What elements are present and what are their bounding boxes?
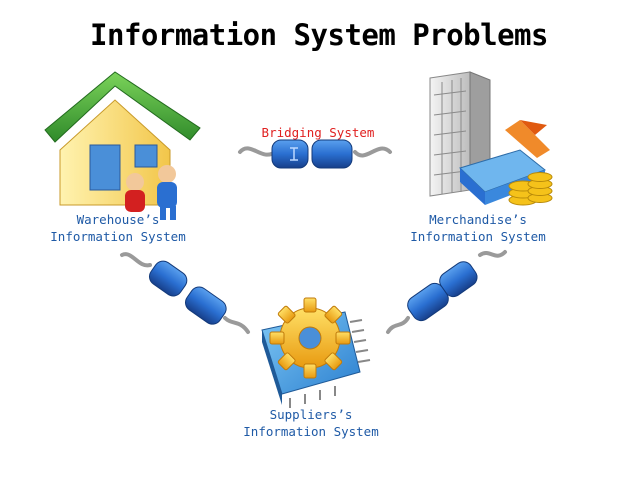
plug-connector-icon	[120, 252, 250, 334]
building-icon	[429, 71, 553, 206]
suppliers-label: Suppliers’s Information System	[243, 407, 379, 439]
plug-connector-icon	[386, 250, 507, 334]
warehouse-label: Warehouse’s Information System	[50, 212, 186, 244]
merchandise-label: Merchandise’s Information System	[410, 212, 546, 244]
house-icon	[44, 71, 201, 220]
bridge-label: Bridging System	[261, 125, 375, 140]
gear-icon	[261, 297, 371, 408]
plug-connector-icon	[238, 139, 392, 169]
page-title: Information System Problems	[90, 18, 548, 52]
